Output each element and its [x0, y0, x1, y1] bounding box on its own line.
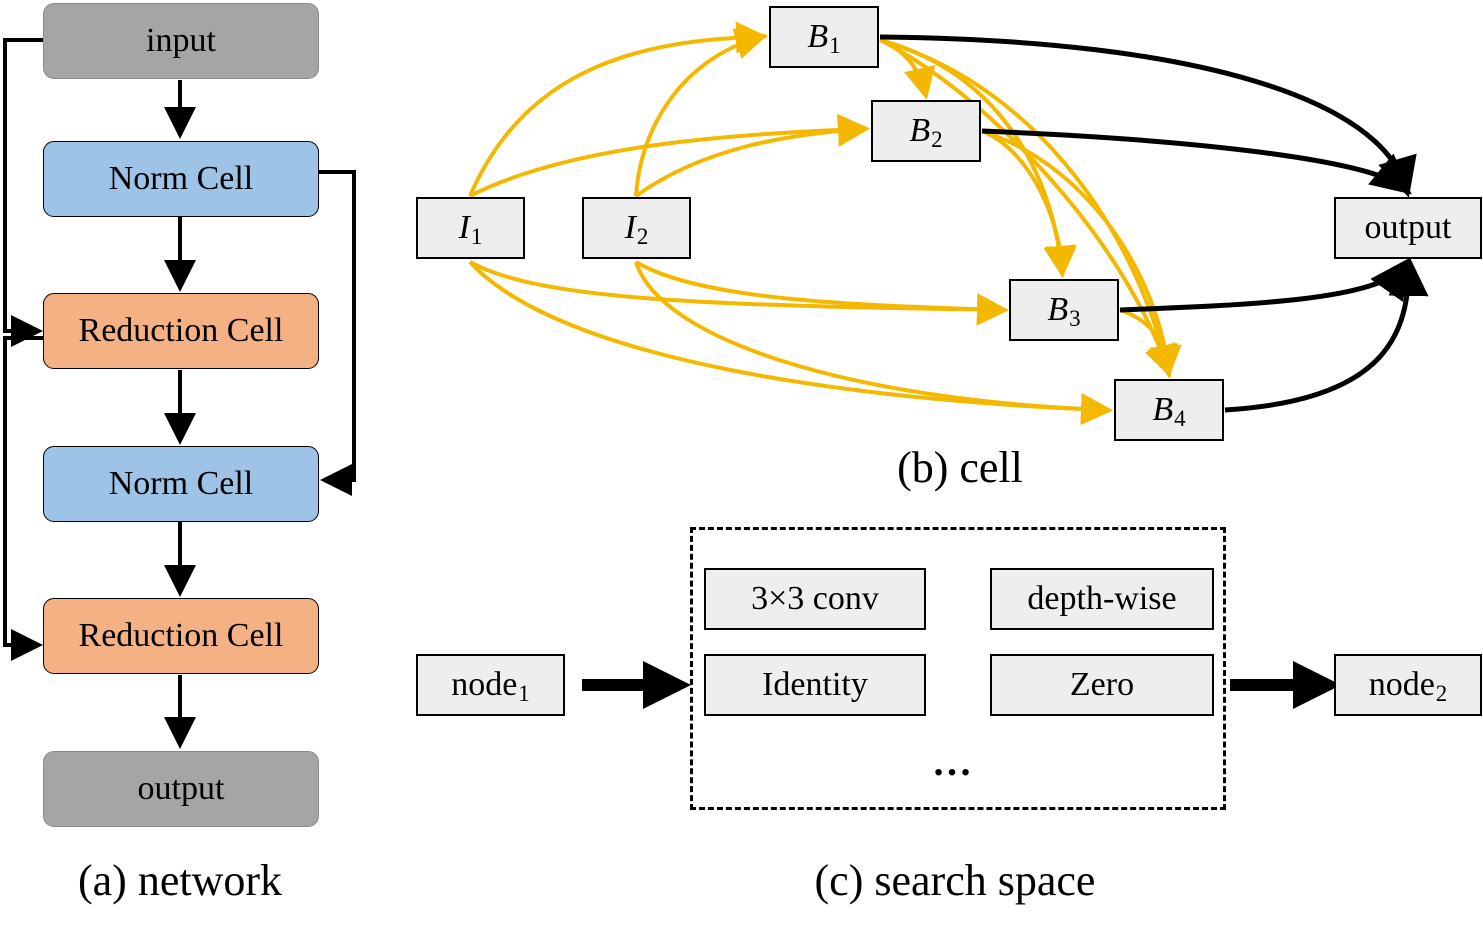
- op-zero: Zero: [990, 654, 1214, 716]
- cell-caption: (b) cell: [897, 443, 1023, 492]
- cell-input-i1-base: I: [458, 209, 470, 246]
- cell-block-b3-sub: 3: [1069, 306, 1081, 331]
- network-edges: [3, 38, 356, 749]
- cell-input-i1-sub: 1: [470, 224, 483, 249]
- cell-block-b2-base: B: [909, 112, 931, 149]
- search-node-out-sub: 2: [1435, 681, 1448, 706]
- network-norm-cell-2: Norm Cell: [43, 446, 319, 522]
- cell-block-b1-base: B: [807, 18, 829, 55]
- network-norm-cell-1: Norm Cell: [43, 141, 319, 217]
- search-space-region: [690, 527, 1226, 810]
- search-node-out-base: node: [1368, 666, 1435, 703]
- cell-output-box: output: [1334, 197, 1482, 259]
- network-output-box: output: [43, 751, 319, 827]
- cell-input-i2-sub: 2: [636, 224, 649, 249]
- search-space-ellipsis: …: [932, 739, 974, 784]
- network-input-box: input: [43, 3, 319, 79]
- cell-block-b4-base: B: [1152, 391, 1174, 428]
- network-caption: (a) network: [77, 856, 282, 905]
- cell-block-b2-sub: 2: [931, 127, 943, 152]
- network-reduction-cell-1: Reduction Cell: [43, 293, 319, 369]
- op-depth-wise: depth-wise: [990, 568, 1214, 630]
- op-3x3-conv: 3×3 conv: [704, 568, 926, 630]
- cell-edges-yellow: [468, 21, 1182, 426]
- search-node-in-sub: 1: [518, 681, 530, 706]
- search-node-in-base: node: [451, 666, 518, 703]
- cell-edges-black: [879, 34, 1429, 413]
- cell-block-b4-sub: 4: [1174, 406, 1186, 431]
- cell-input-i2-base: I: [624, 209, 636, 246]
- network-reduction-cell-2: Reduction Cell: [43, 598, 319, 674]
- cell-block-b3-base: B: [1047, 291, 1069, 328]
- search-space-caption: (c) search space: [814, 856, 1096, 905]
- op-identity: Identity: [704, 654, 926, 716]
- cell-block-b1-sub: 1: [829, 33, 841, 58]
